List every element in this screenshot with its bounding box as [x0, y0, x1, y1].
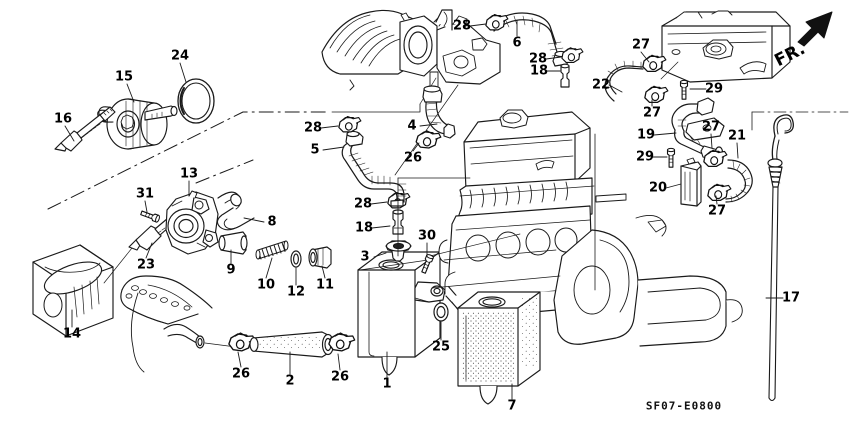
callout-number-19: 19	[636, 127, 656, 143]
callout-number-11: 11	[315, 277, 335, 293]
callout-number-30: 30	[417, 228, 437, 244]
callout-number-6: 6	[512, 35, 522, 51]
callout-number-28: 28	[452, 18, 472, 34]
callout-number-2: 2	[285, 373, 295, 389]
callout-number-25: 25	[431, 339, 451, 355]
callout-number-4: 4	[407, 118, 417, 134]
callout-number-13: 13	[179, 166, 199, 182]
callout-number-10: 10	[256, 277, 276, 293]
callout-number-18: 18	[354, 220, 374, 236]
callout-number-28: 28	[303, 120, 323, 136]
callout-number-31: 31	[135, 186, 155, 202]
callout-number-23: 23	[136, 257, 156, 273]
callout-number-12: 12	[286, 284, 306, 300]
callout-number-18: 18	[529, 63, 549, 79]
callout-number-27: 27	[707, 203, 727, 219]
callout-number-28: 28	[353, 196, 373, 212]
diagram-code: SF07-E0800	[645, 399, 723, 413]
callout-number-24: 24	[170, 48, 190, 64]
callout-number-7: 7	[507, 398, 517, 414]
callout-number-17: 17	[781, 290, 801, 306]
callout-number-27: 27	[701, 119, 721, 135]
callout-number-14: 14	[62, 326, 82, 342]
callout-number-8: 8	[267, 214, 277, 230]
callout-number-26: 26	[330, 369, 350, 385]
callout-number-16: 16	[53, 111, 73, 127]
callout-number-28: 28	[528, 51, 548, 67]
callout-number-22: 22	[591, 77, 611, 93]
callout-number-26: 26	[231, 366, 251, 382]
callout-number-20: 20	[648, 180, 668, 196]
callout-number-29: 29	[635, 149, 655, 165]
callout-number-27: 27	[631, 37, 651, 53]
callout-number-5: 5	[310, 142, 320, 158]
callout-number-29: 29	[704, 81, 724, 97]
callout-number-9: 9	[226, 262, 236, 278]
callout-number-1: 1	[382, 376, 392, 392]
callout-number-15: 15	[114, 69, 134, 85]
callout-number-3: 3	[360, 249, 370, 265]
callout-number-21: 21	[727, 128, 747, 144]
callout-number-26: 26	[403, 150, 423, 166]
callout-number-27: 27	[642, 105, 662, 121]
